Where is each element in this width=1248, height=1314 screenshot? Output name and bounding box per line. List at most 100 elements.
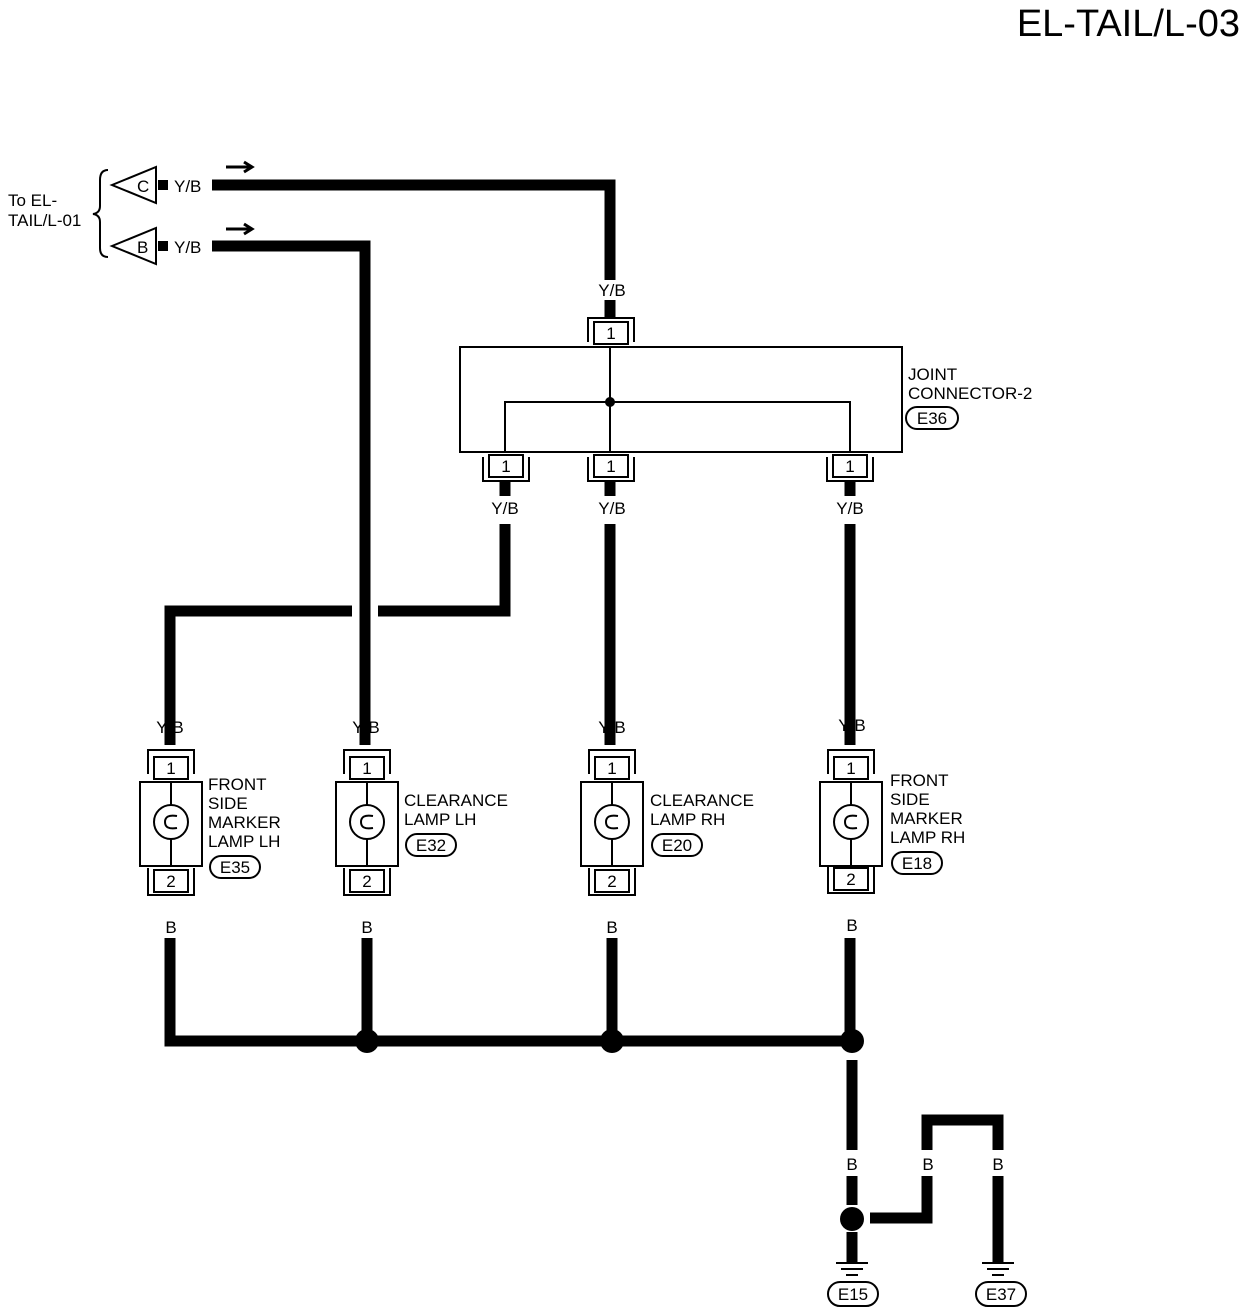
lamp-wire-bottom: B <box>361 918 372 937</box>
input-connector-c: C Y/B <box>109 160 255 205</box>
ground-wire-label: B <box>992 1155 1003 1174</box>
ground-code-badge <box>827 1281 879 1307</box>
lamp-pin-bottom: 2 <box>166 872 175 891</box>
lamp-front-side-marker-lh: Y/B 1 2 B FRONT SIDE MARKER LAMP LH E35 <box>139 718 281 937</box>
joint-bottom-wire-1: Y/B <box>491 499 518 518</box>
lamp-code: E18 <box>902 854 932 873</box>
lamp-wire-top: Y/B <box>598 718 625 737</box>
input-b-id: B <box>137 238 148 257</box>
joint-connector: 1 Y/B 1 Y/B 1 Y/B 1 Y/B JOINT CONNECTOR-… <box>459 281 1032 518</box>
wire-ground-link <box>870 1176 933 1224</box>
lamp-pin-bottom: 2 <box>607 872 616 891</box>
lamp-clearance-lh: Y/B 1 2 B CLEARANCE LAMP LH E32 <box>335 718 508 937</box>
lamp-pin-bottom: 2 <box>362 872 371 891</box>
input-c-wire: Y/B <box>174 177 201 196</box>
bulb-icon <box>594 804 630 840</box>
ground-link-wire-label: B <box>922 1155 933 1174</box>
lamp-wire-top: Y/B <box>352 718 379 737</box>
lamp-clearance-rh: Y/B 1 2 B CLEARANCE LAMP RH E20 <box>580 718 754 937</box>
lamp-code-badge <box>405 833 457 857</box>
lamp-wire-bottom: B <box>846 916 857 935</box>
joint-bottom-pin-3: 1 <box>845 457 854 476</box>
joint-bottom-wire-3: Y/B <box>836 499 863 518</box>
junction-dot <box>605 397 615 407</box>
arrow-c-icon <box>109 165 157 205</box>
lamp-name-1: CLEARANCE <box>404 791 508 810</box>
lamp-code-badge <box>891 851 943 875</box>
lamp-name-1: CLEARANCE <box>650 791 754 810</box>
joint-top-pin-shell <box>587 317 635 342</box>
wire-joint-to-marker-lh-a <box>378 524 511 617</box>
joint-connector-name-1: JOINT <box>908 365 957 384</box>
ground-e37: E37 <box>975 1262 1027 1307</box>
lamp-pin-bottom: 2 <box>846 870 855 889</box>
lamp-code: E32 <box>416 836 446 855</box>
lamp-front-side-marker-rh: Y/B 1 2 B FRONT SIDE MARKER LAMP RH E18 <box>819 716 965 935</box>
lamp-name-3: MARKER <box>890 809 963 828</box>
brace <box>92 169 109 258</box>
to-label-line-2: TAIL/L-01 <box>8 211 81 230</box>
joint-connector-body <box>459 346 903 453</box>
input-connector-b: B Y/B <box>109 222 255 266</box>
lamp-code: E35 <box>220 858 250 877</box>
lamp-wire-bottom: B <box>165 918 176 937</box>
wire-ground-link-upper <box>921 1114 1004 1150</box>
lamp-name-2: SIDE <box>890 790 930 809</box>
joint-top-pin-number: 1 <box>606 324 615 343</box>
lamp-wire-top: Y/B <box>156 718 183 737</box>
joint-connector-code: E36 <box>917 409 947 428</box>
wire-ground-marker-lh <box>164 938 850 1047</box>
wire-joint-to-marker-lh-b <box>164 605 352 745</box>
joint-bottom-pin-1: 1 <box>501 457 510 476</box>
splice-points <box>355 1029 864 1231</box>
ground-wire-label: B <box>846 1155 857 1174</box>
lamp-name-4: LAMP LH <box>208 832 280 851</box>
lamp-name-2: LAMP RH <box>650 810 725 829</box>
input-b-wire: Y/B <box>174 238 201 257</box>
ground-icon <box>982 1262 1014 1276</box>
wire-c-to-joint <box>212 179 616 280</box>
ground-e15: E15 <box>827 1262 879 1307</box>
direction-arrow-icon <box>226 222 255 236</box>
lamp-wire-bottom: B <box>606 918 617 937</box>
joint-bottom-pin-2: 1 <box>606 457 615 476</box>
lamp-name-1: FRONT <box>890 771 949 790</box>
ground-icon <box>836 1262 868 1276</box>
splice-dot <box>840 1029 864 1053</box>
lamp-code-badge <box>651 833 703 857</box>
lamp-code: E20 <box>662 836 692 855</box>
lamp-wire-top: Y/B <box>838 716 865 735</box>
joint-bottom-wire-2: Y/B <box>598 499 625 518</box>
wire-b-to-clearance-lh <box>212 240 371 745</box>
joint-top-wire-label: Y/B <box>598 281 625 300</box>
lamp-pin-top: 1 <box>362 759 371 778</box>
direction-arrow-icon <box>226 160 255 174</box>
splice-dot <box>355 1029 379 1053</box>
arrow-b-icon <box>109 226 157 266</box>
ground-code: E15 <box>838 1285 868 1304</box>
lamp-name-1: FRONT <box>208 775 267 794</box>
splice-dot <box>600 1029 624 1053</box>
ground-code-badge <box>975 1281 1027 1307</box>
lamp-pin-top: 1 <box>846 759 855 778</box>
lamp-pin-top: 1 <box>166 759 175 778</box>
bulb-icon <box>349 804 385 840</box>
joint-top-pin-box <box>593 321 629 345</box>
page-title: EL-TAIL/L-03 <box>1017 3 1240 45</box>
splice-dot <box>840 1207 864 1231</box>
joint-connector-code-badge <box>905 406 959 430</box>
to-label-line-1: To EL- <box>8 191 57 210</box>
joint-connector-name-2: CONNECTOR-2 <box>908 384 1032 403</box>
lamp-pin-top: 1 <box>607 759 616 778</box>
input-c-id: C <box>137 177 149 196</box>
lamp-code-badge <box>209 855 261 879</box>
lamp-name-2: SIDE <box>208 794 248 813</box>
ground-code: E37 <box>986 1285 1016 1304</box>
to-connector-label: To EL- TAIL/L-01 <box>8 169 109 258</box>
bulb-icon <box>833 804 869 840</box>
lamp-name-3: MARKER <box>208 813 281 832</box>
lamp-name-2: LAMP LH <box>404 810 476 829</box>
lamp-name-4: LAMP RH <box>890 828 965 847</box>
bulb-icon <box>153 804 189 840</box>
